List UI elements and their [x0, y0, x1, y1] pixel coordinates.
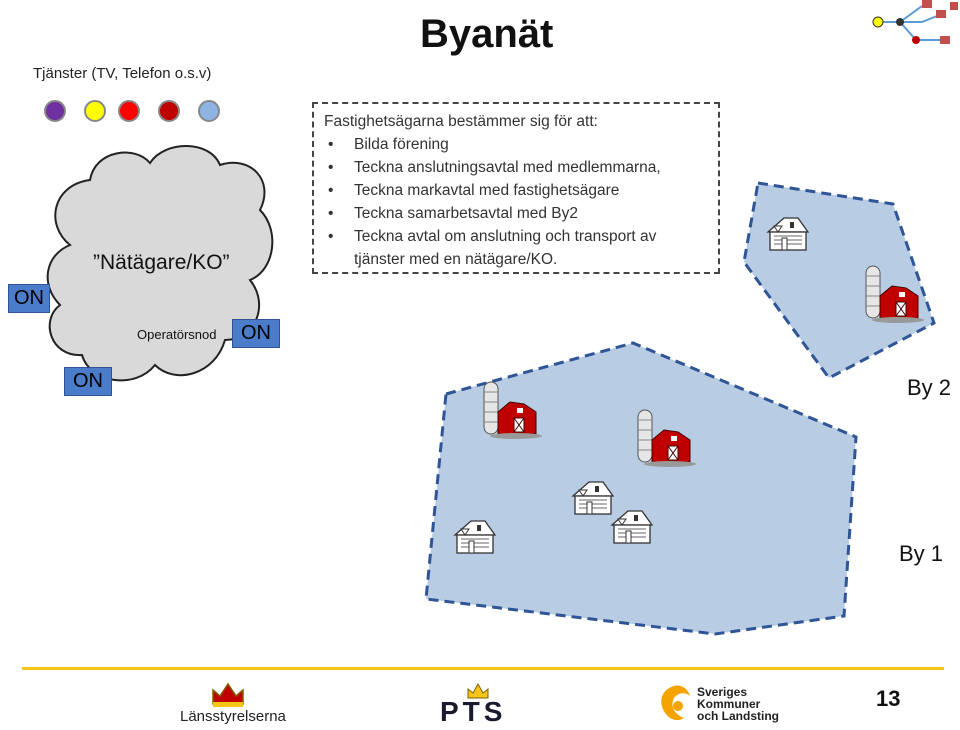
- info-list: Bilda förening Teckna anslutningsavtal m…: [324, 133, 708, 271]
- logo-lansstyrelserna: Länsstyrelserna: [180, 708, 286, 725]
- info-heading: Fastighetsägarna bestämmer sig för att:: [324, 113, 598, 130]
- footer-divider: [22, 667, 944, 670]
- logo-skl: Sveriges Kommuner och Landsting: [697, 686, 779, 722]
- crown-icon: [467, 682, 489, 699]
- service-dot: [198, 100, 220, 122]
- page-number: 13: [876, 686, 901, 711]
- operator-node-label: Operatörsnod: [137, 327, 217, 342]
- info-item: Teckna anslutningsavtal med medlemmarna,: [328, 156, 708, 179]
- logo-pts: PTS: [440, 696, 507, 727]
- service-dot: [84, 100, 106, 122]
- village-by1-label: By 1: [899, 541, 944, 566]
- service-dot: [118, 100, 140, 122]
- on-box-operator: ON: [232, 319, 280, 348]
- info-item: Teckna avtal om anslutning och transport…: [328, 225, 708, 271]
- network-owner-cloud: [46, 145, 274, 382]
- page-title: Byanät: [420, 12, 554, 56]
- info-item: Teckna markavtal med fastighetsägare: [328, 179, 708, 202]
- network-owner-label: ”Nätägare/KO”: [93, 251, 230, 274]
- info-box: Fastighetsägarna bestämmer sig för att: …: [312, 102, 720, 274]
- logo-skl-line: Sveriges: [697, 685, 748, 699]
- crown-icon: [212, 682, 244, 707]
- logo-skl-line: och Landsting: [697, 709, 779, 723]
- services-label: Tjänster (TV, Telefon o.s.v): [33, 65, 212, 82]
- village-by2-label: By 2: [907, 375, 952, 400]
- on-box-bottom: ON: [64, 367, 112, 396]
- on-box-left: ON: [8, 284, 50, 313]
- village-by2-area: [742, 181, 936, 380]
- info-item: Teckna samarbetsavtal med By2: [328, 202, 708, 225]
- info-item: Bilda förening: [328, 133, 708, 156]
- service-dot: [44, 100, 66, 122]
- network-diagram-icon: [872, 0, 958, 44]
- skl-logo-icon: [661, 685, 690, 721]
- logo-skl-line: Kommuner: [697, 697, 761, 711]
- service-dot: [158, 100, 180, 122]
